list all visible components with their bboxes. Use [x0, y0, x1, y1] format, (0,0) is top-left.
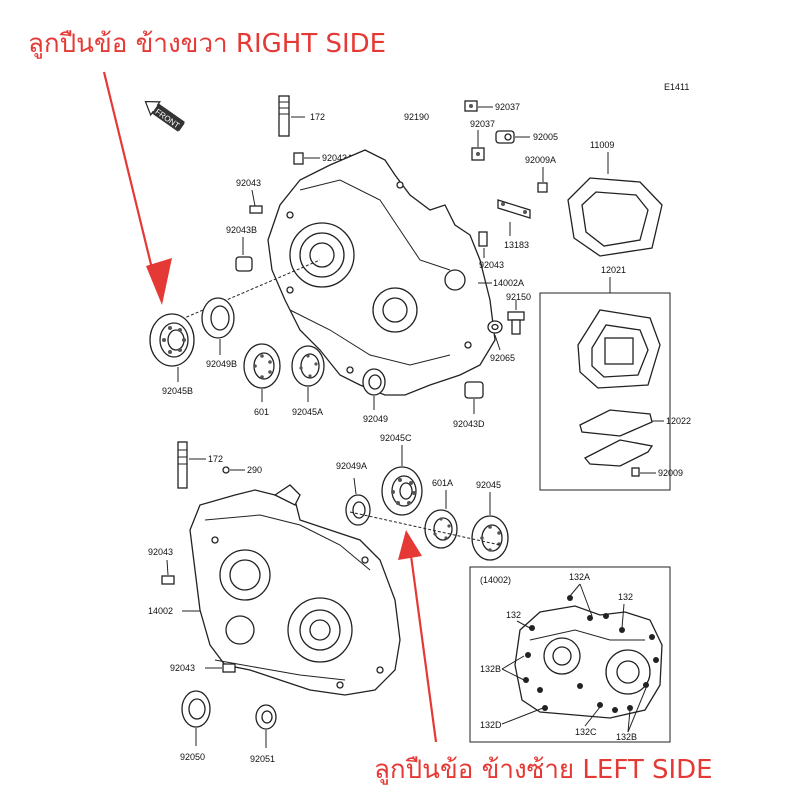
right-crankcase-body	[267, 149, 496, 396]
reed-stopper	[583, 439, 654, 467]
label-92043-right: 92043	[236, 178, 261, 188]
bearing-92045b	[149, 313, 195, 367]
inset-label-132c: 132C	[575, 727, 597, 737]
label-92037-b: 92037	[470, 119, 495, 129]
seal-92050	[181, 690, 211, 728]
label-92043-left-1: 92043	[148, 547, 173, 557]
pin-92043-left-2	[222, 663, 236, 673]
label-92050: 92050	[180, 752, 205, 762]
label-92037-a: 92037	[495, 102, 520, 112]
label-92043d: 92043D	[453, 419, 485, 429]
screw-290	[222, 466, 230, 474]
left-crankcase-group: 172 290 92049A	[148, 433, 509, 764]
label-92051: 92051	[250, 754, 275, 764]
seal-92051	[255, 704, 277, 730]
inset-label-132-right: 132	[618, 592, 633, 602]
label-92009: 92009	[658, 468, 683, 478]
seal-92049b	[201, 297, 235, 339]
left-crankcase-body	[189, 484, 401, 696]
label-92049b: 92049B	[206, 359, 237, 369]
pin-92043-left-1	[161, 575, 175, 585]
reed-12022	[579, 409, 653, 437]
stud-172-top	[278, 95, 290, 137]
label-290: 290	[247, 465, 262, 475]
bolt-92150	[507, 311, 525, 335]
reed-cage-12021	[577, 309, 661, 389]
label-11009: 11009	[590, 140, 614, 150]
label-14002a: 14002A	[493, 278, 524, 288]
inset-title: (14002)	[480, 575, 511, 585]
label-92009a: 92009A	[525, 155, 556, 165]
left-side-header: ลูกปืนข้อ ข้างซ้าย LEFT SIDE	[374, 755, 713, 785]
seal-92049a	[345, 494, 371, 526]
inset-label-132d: 132D	[480, 720, 502, 730]
front-arrow-icon: FRONT	[144, 100, 185, 132]
label-14002: 14002	[148, 606, 173, 616]
right-side-header: ลูกปืนข้อ ข้างขวา RIGHT SIDE	[28, 29, 386, 59]
label-12022: 12022	[666, 416, 691, 426]
seal-92049-right	[362, 368, 386, 396]
label-92065: 92065	[490, 353, 515, 363]
label-92043a: 92043A	[322, 153, 353, 163]
bearing-601a	[424, 509, 458, 549]
screw-92009	[631, 467, 640, 477]
hose-92190	[406, 124, 471, 181]
stud-172-bottom	[177, 441, 188, 489]
right-side-arrow	[102, 71, 172, 305]
fitting-92005	[495, 130, 515, 144]
clamp-92037-a	[464, 100, 478, 112]
label-92045a: 92045A	[292, 407, 323, 417]
label-601a: 601A	[432, 478, 453, 488]
screw-92009a	[537, 182, 548, 193]
label-92150: 92150	[506, 292, 531, 302]
label-92043-mid: 92043	[479, 260, 504, 270]
plate-13183	[497, 199, 531, 219]
inset-label-132b-right: 132B	[616, 732, 637, 742]
label-92049-right: 92049	[363, 414, 388, 424]
inset-label-132b-left: 132B	[480, 664, 501, 674]
reed-valve-box: 12021 12022 92009	[539, 265, 691, 491]
dowel-92043a	[293, 152, 304, 165]
gasket-11009	[567, 177, 663, 257]
diagram-code: E1411	[664, 82, 689, 92]
label-92043-left-2: 92043	[170, 663, 195, 673]
clamp-92037-b	[471, 147, 485, 161]
bearing-601-right	[243, 343, 281, 389]
label-92190: 92190	[404, 112, 429, 122]
bearing-92045c	[381, 466, 423, 516]
inset-14002: (14002) 132A 132	[469, 566, 671, 743]
label-92045b: 92045B	[162, 386, 193, 396]
label-92043b: 92043B	[226, 225, 257, 235]
pin-92043-mid	[478, 231, 488, 247]
label-92045c: 92045C	[380, 433, 412, 443]
inset-label-132-left: 132	[506, 610, 521, 620]
bearing-92045-left	[471, 515, 509, 561]
label-601-right: 601	[254, 407, 269, 417]
inset-bolt-holes	[523, 595, 659, 713]
collar-92043d	[464, 381, 484, 399]
right-crankcase-group: 172 92043A 92043 92043B	[149, 95, 663, 429]
label-172-top: 172	[310, 112, 325, 122]
inset-label-132a: 132A	[569, 572, 590, 582]
pin-92043-right	[249, 205, 263, 214]
label-172-bottom: 172	[208, 454, 223, 464]
label-92049a: 92049A	[336, 461, 367, 471]
bearing-92045a	[291, 345, 325, 387]
washer-92065	[487, 320, 503, 334]
label-12021: 12021	[601, 265, 626, 275]
label-92045-left: 92045	[476, 480, 501, 490]
label-92005: 92005	[533, 132, 558, 142]
left-side-arrow	[398, 530, 438, 743]
collar-92043b	[235, 256, 253, 272]
label-13183: 13183	[504, 240, 529, 250]
